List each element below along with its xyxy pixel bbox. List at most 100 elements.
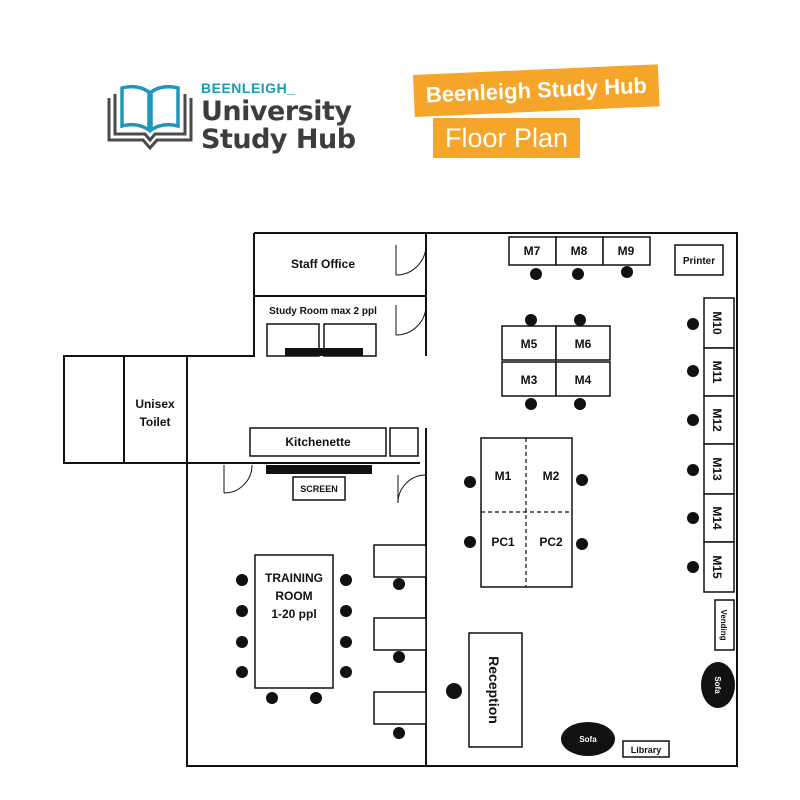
reception-desk bbox=[468, 632, 523, 748]
chair bbox=[687, 318, 699, 330]
sofa-right-label: Sofa bbox=[713, 676, 722, 694]
training-room-screen-bar bbox=[266, 465, 372, 474]
desk-label-m11: M11 bbox=[710, 361, 724, 384]
desk-m12 bbox=[703, 395, 735, 445]
vending-label: Vending bbox=[719, 609, 728, 640]
desk-label-m1: M1 bbox=[495, 469, 512, 483]
desk-label-m8: M8 bbox=[571, 244, 588, 258]
desk-m9 bbox=[602, 236, 651, 266]
side-desk-chairs bbox=[393, 578, 405, 739]
desk-label-m7: M7 bbox=[524, 244, 541, 258]
vending-machine bbox=[714, 599, 735, 651]
room-label-staff-office: Staff Office bbox=[291, 257, 355, 271]
chair bbox=[340, 636, 352, 648]
chair bbox=[687, 414, 699, 426]
screen-label: SCREEN bbox=[300, 484, 338, 494]
chair bbox=[393, 651, 405, 663]
side-desks bbox=[373, 544, 427, 725]
desk-label-m4: M4 bbox=[575, 373, 592, 387]
chair bbox=[236, 574, 248, 586]
kitchenette-fridge bbox=[389, 427, 419, 457]
training-room-label-line2: ROOM bbox=[275, 589, 312, 603]
desk-label-m12: M12 bbox=[710, 408, 724, 432]
reception-chair bbox=[446, 683, 462, 699]
study-room-screen bbox=[285, 348, 363, 356]
reception-label: Reception bbox=[486, 656, 502, 724]
page-subtitle: Floor Plan bbox=[433, 118, 581, 158]
desk-m13 bbox=[703, 443, 735, 495]
room-label-study-room: Study Room max 2 ppl bbox=[269, 306, 377, 317]
chair bbox=[574, 314, 586, 326]
chair bbox=[576, 538, 588, 550]
open-book-icon bbox=[107, 84, 193, 151]
sofa-bottom-label: Sofa bbox=[579, 735, 597, 744]
training-room-table bbox=[254, 554, 334, 689]
desk-label-m2: M2 bbox=[543, 469, 560, 483]
room-label-kitchenette: Kitchenette bbox=[285, 435, 351, 449]
kitchenette-counter bbox=[249, 427, 387, 457]
chair bbox=[576, 474, 588, 486]
chair bbox=[310, 692, 322, 704]
desk-label-pc2: PC2 bbox=[539, 535, 563, 549]
screen-label-box bbox=[292, 476, 346, 501]
desk-label-m3: M3 bbox=[521, 373, 538, 387]
desk-label-m9: M9 bbox=[618, 244, 635, 258]
library-label: Library bbox=[631, 745, 662, 755]
desk-m4 bbox=[555, 361, 611, 397]
logo-line-university: University bbox=[201, 96, 352, 127]
desk-m10 bbox=[703, 297, 735, 349]
m1-pc2-chairs bbox=[464, 474, 588, 550]
desk-label-m6: M6 bbox=[575, 337, 592, 351]
chair bbox=[687, 365, 699, 377]
right-desks bbox=[703, 297, 735, 651]
chair bbox=[236, 605, 248, 617]
side-desk bbox=[373, 544, 427, 578]
chair bbox=[393, 727, 405, 739]
desk-label-m15: M15 bbox=[710, 555, 724, 579]
side-desk bbox=[373, 691, 427, 725]
sofa-bottom bbox=[561, 722, 615, 756]
chair bbox=[525, 314, 537, 326]
chair bbox=[464, 536, 476, 548]
desk-label-m5: M5 bbox=[521, 337, 538, 351]
desk-m15 bbox=[703, 541, 735, 593]
desk-label-pc1: PC1 bbox=[491, 535, 515, 549]
printer bbox=[674, 244, 724, 276]
chair bbox=[687, 512, 699, 524]
logo-top-text: BEENLEIGH_ bbox=[201, 80, 296, 96]
desk-m8 bbox=[555, 236, 604, 266]
m7-m9-chairs bbox=[530, 266, 633, 280]
printer-label: Printer bbox=[683, 256, 715, 267]
university-study-hub-logo: BEENLEIGH_ University Study Hub bbox=[105, 80, 365, 160]
desk-label-m13: M13 bbox=[710, 457, 724, 481]
chair bbox=[340, 574, 352, 586]
chair bbox=[266, 692, 278, 704]
chair bbox=[464, 476, 476, 488]
desk-label-m14: M14 bbox=[710, 506, 724, 530]
desk-m6 bbox=[555, 325, 611, 361]
chair bbox=[340, 666, 352, 678]
desk-label-m10: M10 bbox=[710, 311, 724, 335]
walls bbox=[63, 232, 738, 767]
right-desk-chairs bbox=[687, 318, 699, 573]
chair bbox=[572, 268, 584, 280]
library-shelf bbox=[622, 740, 670, 758]
chair bbox=[687, 561, 699, 573]
m3-m6-chairs bbox=[525, 314, 586, 410]
chair bbox=[340, 605, 352, 617]
chair bbox=[621, 266, 633, 278]
training-room-chairs bbox=[236, 574, 352, 704]
chair bbox=[236, 666, 248, 678]
side-desk bbox=[373, 617, 427, 651]
training-room-label-line3: 1-20 ppl bbox=[271, 607, 316, 621]
chair bbox=[236, 636, 248, 648]
chair bbox=[574, 398, 586, 410]
desk-m14 bbox=[703, 493, 735, 543]
training-room-label-line1: TRAINING bbox=[265, 571, 323, 585]
chair bbox=[393, 578, 405, 590]
room-label-toilet-line1: Unisex bbox=[135, 397, 175, 411]
logo-line-study-hub: Study Hub bbox=[201, 124, 356, 155]
chair bbox=[530, 268, 542, 280]
room-label-toilet-line2: Toilet bbox=[139, 415, 170, 429]
